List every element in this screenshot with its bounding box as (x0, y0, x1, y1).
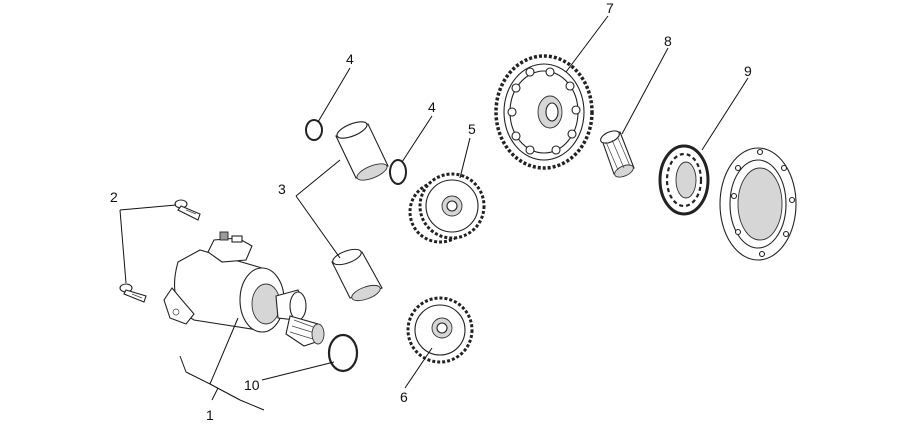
callout-1: 1 (206, 407, 214, 423)
screw-lower (119, 283, 147, 303)
callout-8: 8 (664, 33, 672, 49)
gear (406, 296, 474, 364)
callout-4-middle: 4 (428, 99, 436, 115)
callout-10: 10 (244, 377, 260, 393)
o-ring-large (327, 333, 359, 373)
pin-lower (331, 248, 383, 302)
double-gear (408, 172, 486, 244)
callout-5: 5 (468, 121, 476, 137)
callout-4-upper: 4 (346, 51, 354, 67)
o-ring-middle (389, 159, 407, 185)
starter-motor (163, 231, 325, 347)
pin-upper (335, 121, 389, 181)
callout-9: 9 (744, 63, 752, 79)
callout-7: 7 (606, 0, 614, 16)
callout-2: 2 (110, 189, 118, 205)
ring-gear (494, 54, 594, 170)
screw-upper (174, 199, 201, 221)
needle-bearing (600, 130, 635, 178)
callout-6: 6 (400, 389, 408, 405)
callout-labels: 1 2 3 4 4 5 6 7 8 9 10 (110, 0, 752, 423)
freewheel (658, 144, 710, 216)
cover-flange (719, 147, 797, 261)
callout-3: 3 (278, 181, 286, 197)
leader-lines (119, 15, 749, 411)
o-ring-upper (305, 119, 323, 141)
